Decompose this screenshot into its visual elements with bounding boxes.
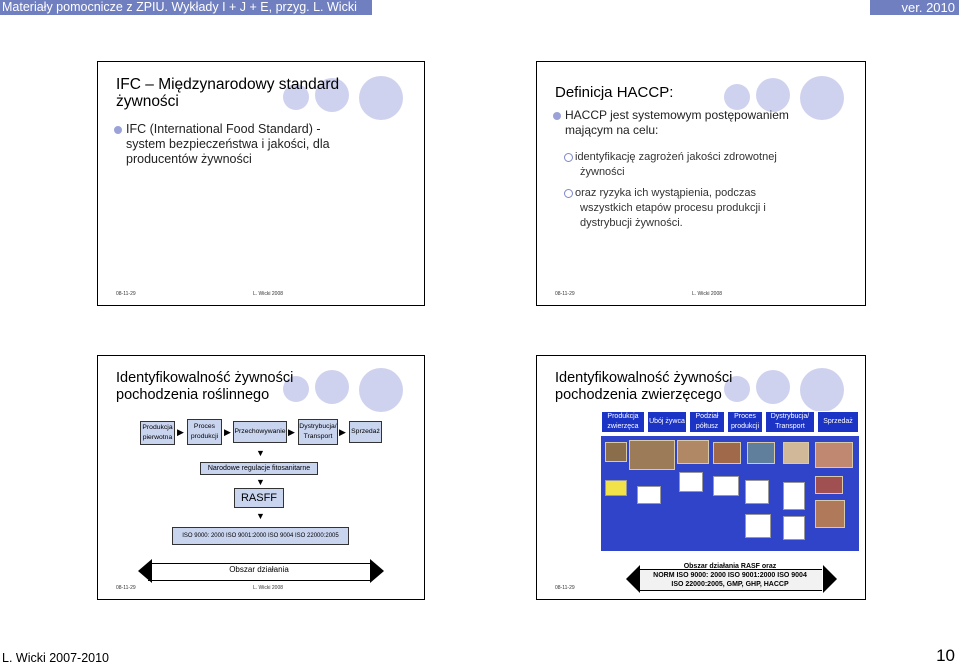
arrow-down-icon: ▼ xyxy=(256,477,265,487)
sub-bullet-icon xyxy=(564,152,573,162)
slide-author: L. Wicki 2008 xyxy=(253,291,284,297)
slide-date: 08-11-29 xyxy=(116,291,136,297)
operating-area-arrow xyxy=(638,569,822,591)
arrow-right-icon: ▶ xyxy=(339,427,346,437)
arrow-down-icon: ▼ xyxy=(256,511,265,521)
arrow-left-icon xyxy=(626,565,640,593)
sub-bullet-icon xyxy=(564,188,573,198)
rasff-box: RASFF xyxy=(234,488,284,508)
flow-step-distribution: Dystrybucja/Transport xyxy=(298,419,338,445)
decorative-circles xyxy=(283,74,418,124)
sub-bullet-risk: oraz ryzyka ich wystąpienia, podczas wsz… xyxy=(564,186,847,231)
slide-title: IFC – Międzynarodowy standard żywności xyxy=(116,76,340,110)
bullet-icon xyxy=(553,111,561,120)
bullet-icon xyxy=(114,125,122,134)
national-regulations-box: Narodowe regulacje fitosanitarne xyxy=(200,462,318,475)
slide-title: Identyfikowalność żywności pochodzenia z… xyxy=(555,370,733,403)
document-header: Materiały pomocnicze z ZPIU. Wykłady I +… xyxy=(0,0,372,15)
arrow-right-icon: ▶ xyxy=(177,427,184,437)
flow-step-slaughter: Ubój żywca xyxy=(647,411,687,433)
flow-step-sale: Sprzedaż xyxy=(817,411,859,433)
slide-date: 08-11-29 xyxy=(116,585,136,591)
slide-animal-traceability: Identyfikowalność żywności pochodzenia z… xyxy=(536,355,866,600)
operating-area-label: Obszar działania RASF oraz NORM ISO 9000… xyxy=(653,563,807,588)
arrow-right-icon xyxy=(370,559,384,583)
bullet-ifc: IFC (International Food Standard) - syst… xyxy=(114,122,330,167)
version-label: ver. 2010 xyxy=(870,0,959,15)
footer-author: L. Wicki 2007-2010 xyxy=(2,651,110,665)
slide-title: Definicja HACCP: xyxy=(555,84,674,101)
arrow-right-icon xyxy=(823,565,837,593)
slide-title: Identyfikowalność żywności pochodzenia r… xyxy=(116,370,294,403)
decorative-circles xyxy=(283,366,418,416)
arrow-down-icon: ▼ xyxy=(256,448,265,458)
decorative-circles xyxy=(724,366,859,416)
bullet-haccp: HACCP jest systemowym postępowaniem mają… xyxy=(553,108,789,138)
sub-bullet-identification: identyfikację zagrożeń jakości zdrowotne… xyxy=(564,150,847,180)
slide-ifc: IFC – Międzynarodowy standard żywności I… xyxy=(97,61,425,306)
slide-date: 08-11-29 xyxy=(555,291,575,297)
page-number: 10 xyxy=(936,646,955,665)
iso-standards-box: ISO 9000: 2000 ISO 9001:2000 ISO 9004 IS… xyxy=(172,527,349,545)
operating-area-arrow xyxy=(148,563,370,581)
supply-chain-photos xyxy=(601,436,859,551)
arrow-right-icon: ▶ xyxy=(224,427,231,437)
slide-author: L. Wicki 2008 xyxy=(692,291,723,297)
arrow-right-icon: ▶ xyxy=(288,427,295,437)
slide-author: L. Wicki 2008 xyxy=(253,585,284,591)
slide-haccp-definition: Definicja HACCP: HACCP jest systemowym p… xyxy=(536,61,866,306)
slide-date: 08-11-29 xyxy=(555,585,575,591)
decorative-circles xyxy=(724,74,859,124)
flow-step-sale: Sprzedaż xyxy=(349,421,382,443)
arrow-left-icon xyxy=(138,559,152,583)
slide-plant-traceability: Identyfikowalność żywności pochodzenia r… xyxy=(97,355,425,600)
operating-area-label: Obszar działania xyxy=(229,565,289,574)
flow-step-storage: Przechowywanie xyxy=(233,421,287,443)
flow-step-distribution: Dystrybucja/Transport xyxy=(765,411,815,433)
